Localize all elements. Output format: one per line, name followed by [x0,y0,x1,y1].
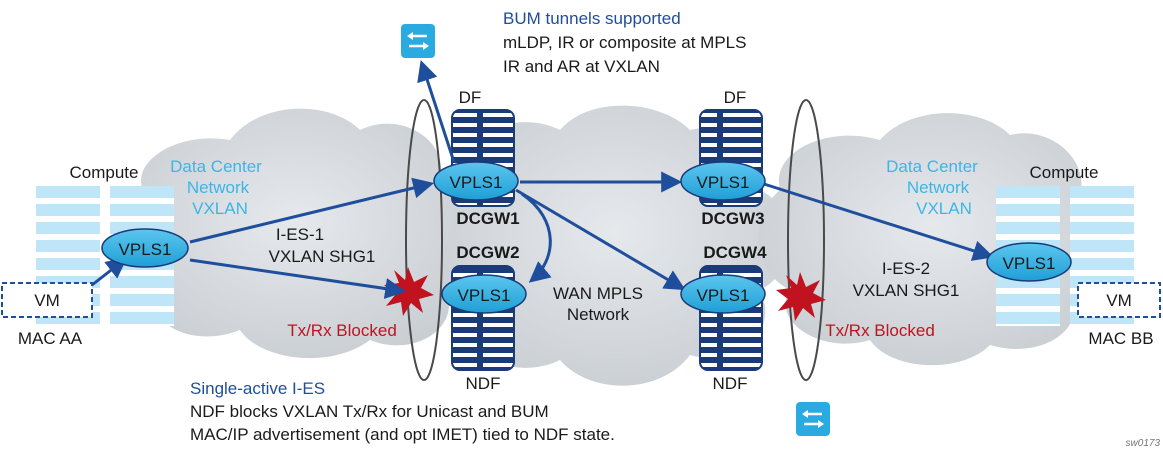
right-mac-label: MAC BB [1088,329,1153,348]
wan-line-1: WAN MPLS [553,284,643,303]
dcgw3-vpls-label: VPLS1 [697,173,750,192]
right-es-ellipse [787,99,825,381]
dcgw1-vpls-node: VPLS1 [433,161,519,201]
dcgw4-role-label: NDF [713,374,748,393]
dcgw2-name: DCGW2 [456,243,519,262]
flow-arrows [91,60,995,299]
left-es-ellipse [405,99,443,381]
left-vpls-to-dcgw1-arrow [189,177,435,244]
right-network-line-2: Network [907,178,970,197]
right-es-line-2: VXLAN SHG1 [853,281,960,300]
dcgw3-to-right-vpls-arrow [763,182,995,261]
bum-line-1: mLDP, IR or composite at MPLS [503,33,746,52]
figure-id: sw0173 [1126,438,1161,449]
right-vpls-label: VPLS1 [1003,254,1056,273]
left-blocked-star [384,267,434,316]
left-vpls-node: VPLS1 [101,228,189,268]
bum-replication-icon [401,24,435,58]
left-network-line-3: VXLAN [192,199,248,218]
dcgw1-to-top-icon-arrow [417,60,456,163]
footer-line-1: NDF blocks VXLAN Tx/Rx for Unicast and B… [190,402,549,421]
dcgw2-vpls-label: VPLS1 [458,286,511,305]
wan-line-2: Network [567,305,630,324]
dcgw1-role-label: DF [459,88,482,107]
left-blocked-label: Tx/Rx Blocked [287,321,397,340]
right-blocked-star [776,272,826,321]
dcgw2-role-label: NDF [466,374,501,393]
dcgw1-to-dcgw2-arrow [521,192,552,283]
right-compute-label: Compute [1030,163,1099,182]
right-blocked-label: Tx/Rx Blocked [825,321,935,340]
left-es-line-2: VXLAN SHG1 [269,247,376,266]
bum-replication-icon [796,402,830,436]
right-network-line-3: VXLAN [916,199,972,218]
right-vm-label: VM [1106,291,1132,310]
right-es-line-1: I-ES-2 [882,259,930,278]
dcgw3-name: DCGW3 [701,209,764,228]
left-vpls-to-dcgw2-arrow [189,258,407,299]
bum-title: BUM tunnels supported [503,9,681,28]
dcgw1-name: DCGW1 [456,209,519,228]
right-vpls-node: VPLS1 [986,242,1072,282]
dcgw4-name: DCGW4 [703,243,767,262]
dcgw4-vpls-label: VPLS1 [697,286,750,305]
dcgw3-vpls-node: VPLS1 [680,161,766,201]
left-network-line-1: Data Center [170,157,262,176]
left-es-line-1: I-ES-1 [276,225,324,244]
dcgw2-vpls-node: VPLS1 [441,274,527,314]
dcgw1-to-dcgw4-arrow [515,188,686,291]
footer-title: Single-active I-ES [190,379,325,398]
vm-to-vpls-arrow [91,257,128,287]
dcgw1-vpls-label: VPLS1 [450,173,503,192]
left-vm-box: VM [1,282,93,318]
left-mac-label: MAC AA [18,329,83,348]
right-network-line-1: Data Center [886,157,978,176]
left-compute-label: Compute [70,163,139,182]
left-dc-cloud [121,108,467,359]
footer-line-2: MAC/IP advertisement (and opt IMET) tied… [190,425,615,444]
dcgw4-vpls-node: VPLS1 [680,274,766,314]
bum-line-2: IR and AR at VXLAN [503,57,660,76]
left-network-line-2: Network [187,178,250,197]
left-vm-label: VM [34,291,60,310]
dcgw3-role-label: DF [724,88,747,107]
right-vm-box: VM [1077,282,1161,318]
left-vpls-label: VPLS1 [119,240,172,259]
